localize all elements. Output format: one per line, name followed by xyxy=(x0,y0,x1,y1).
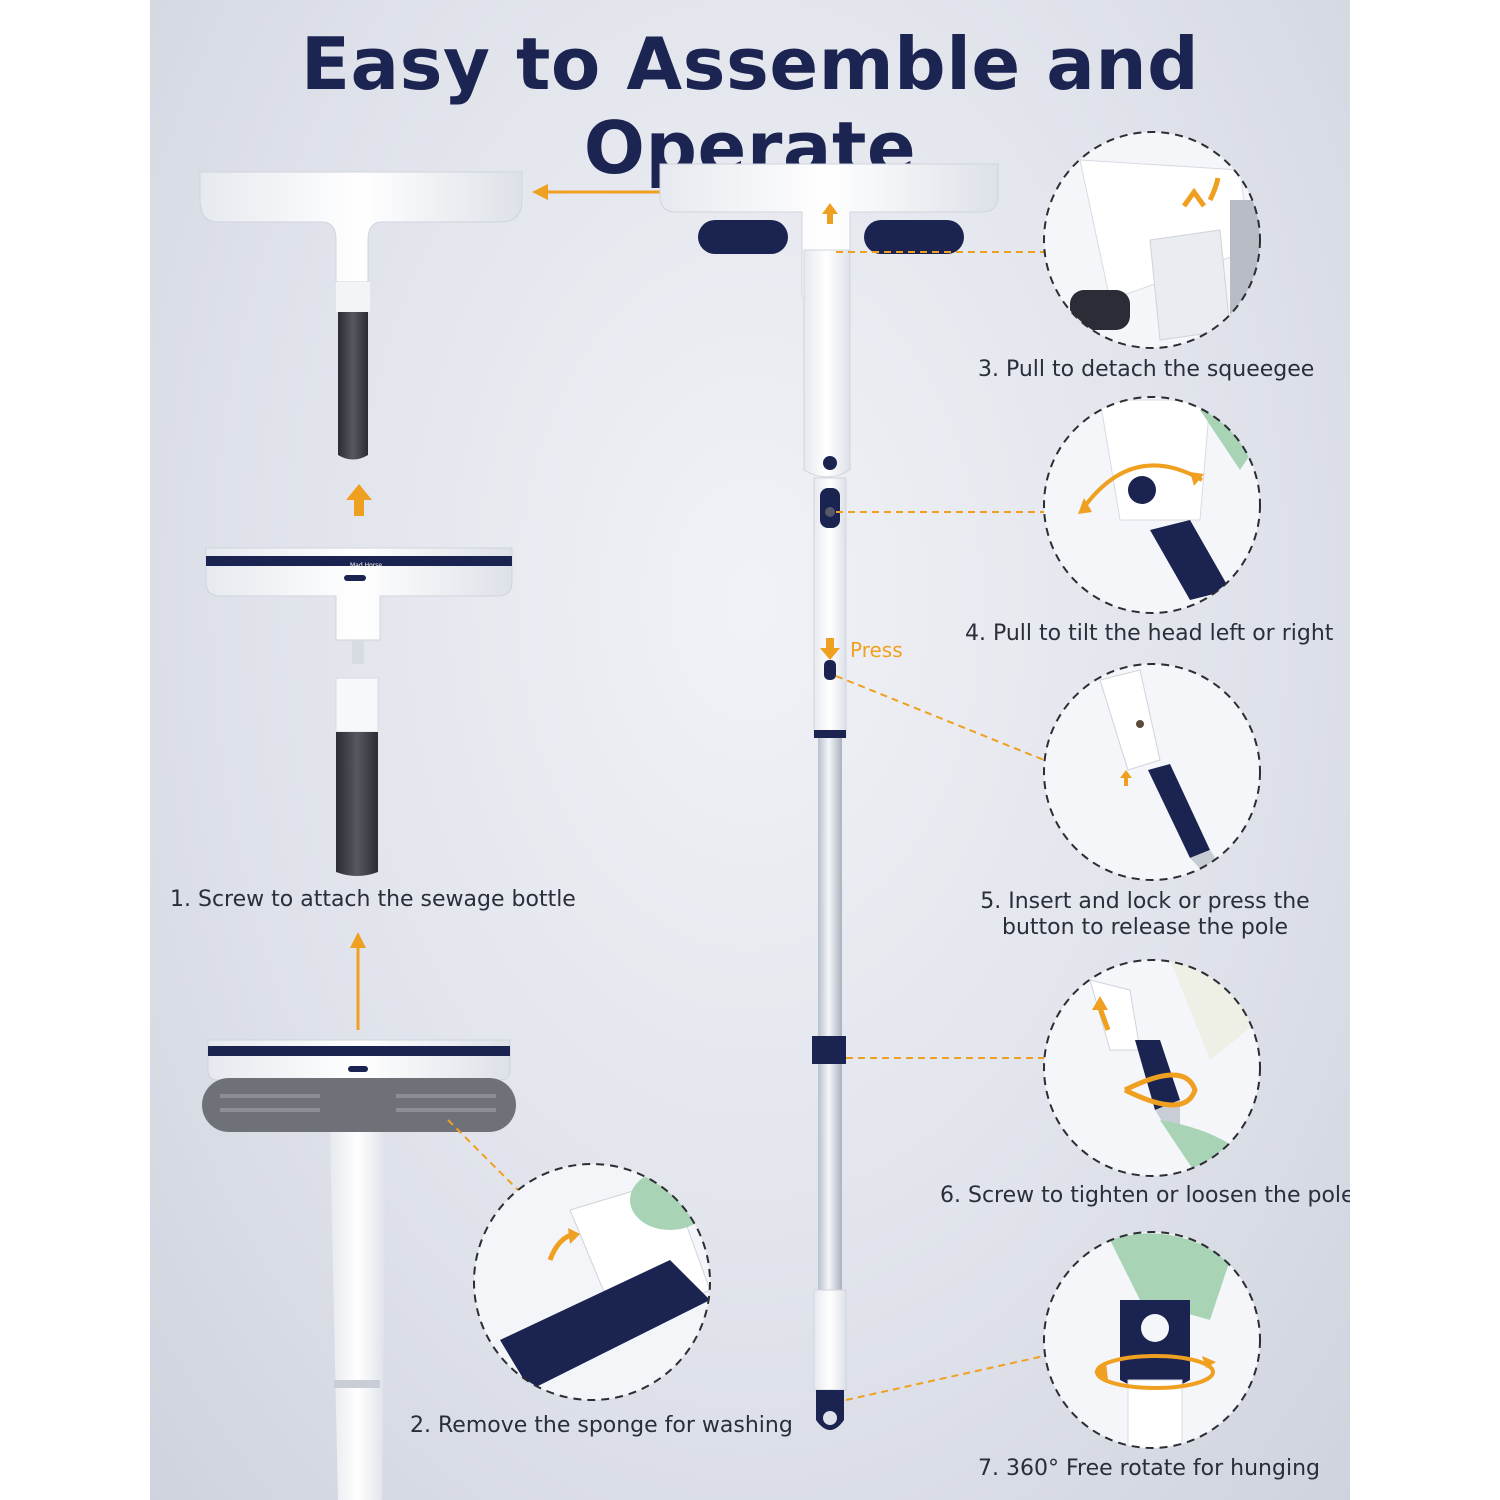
zoom-circle-screw xyxy=(1043,959,1261,1177)
assembled-mop xyxy=(659,163,999,1430)
brand-label: Mad Horse xyxy=(350,562,382,569)
step-6-caption: 6. Screw to tighten or loosen the pole xyxy=(940,1183,1350,1208)
step-1-caption: 1. Screw to attach the sewage bottle xyxy=(170,887,576,912)
step-7-caption: 7. 360° Free rotate for hunging xyxy=(978,1456,1320,1481)
zoom-circle-tilt xyxy=(1043,396,1261,614)
product-infographic-panel: Easy to Assemble and Operate xyxy=(150,0,1350,1500)
step-5-caption-line1: 5. Insert and lock or press the xyxy=(980,889,1310,914)
step-3-caption: 3. Pull to detach the squeegee xyxy=(978,357,1315,382)
zoom-circle-rotate xyxy=(1043,1231,1261,1449)
zoom-circle-detach xyxy=(1043,131,1261,349)
squeegee-head-with-bottle xyxy=(199,171,523,460)
zoom-circle-insert xyxy=(1043,663,1261,881)
product-illustration: Mad Horse xyxy=(199,131,1261,1500)
page-title: Easy to Assemble and Operate xyxy=(300,22,1200,190)
zoom-circle-sponge xyxy=(473,1163,711,1401)
squeegee-with-sewage-bottle: Mad Horse xyxy=(205,547,513,876)
up-arrow-icon xyxy=(346,484,372,516)
step-2-caption: 2. Remove the sponge for washing xyxy=(410,1413,793,1438)
squeegee-with-sponge xyxy=(202,1039,516,1500)
step-5-caption-line2: button to release the pole xyxy=(1001,915,1289,940)
press-label: Press xyxy=(850,638,903,662)
press-arrow-icon xyxy=(820,638,840,660)
step-4-caption: 4. Pull to tilt the head left or right xyxy=(965,621,1334,646)
